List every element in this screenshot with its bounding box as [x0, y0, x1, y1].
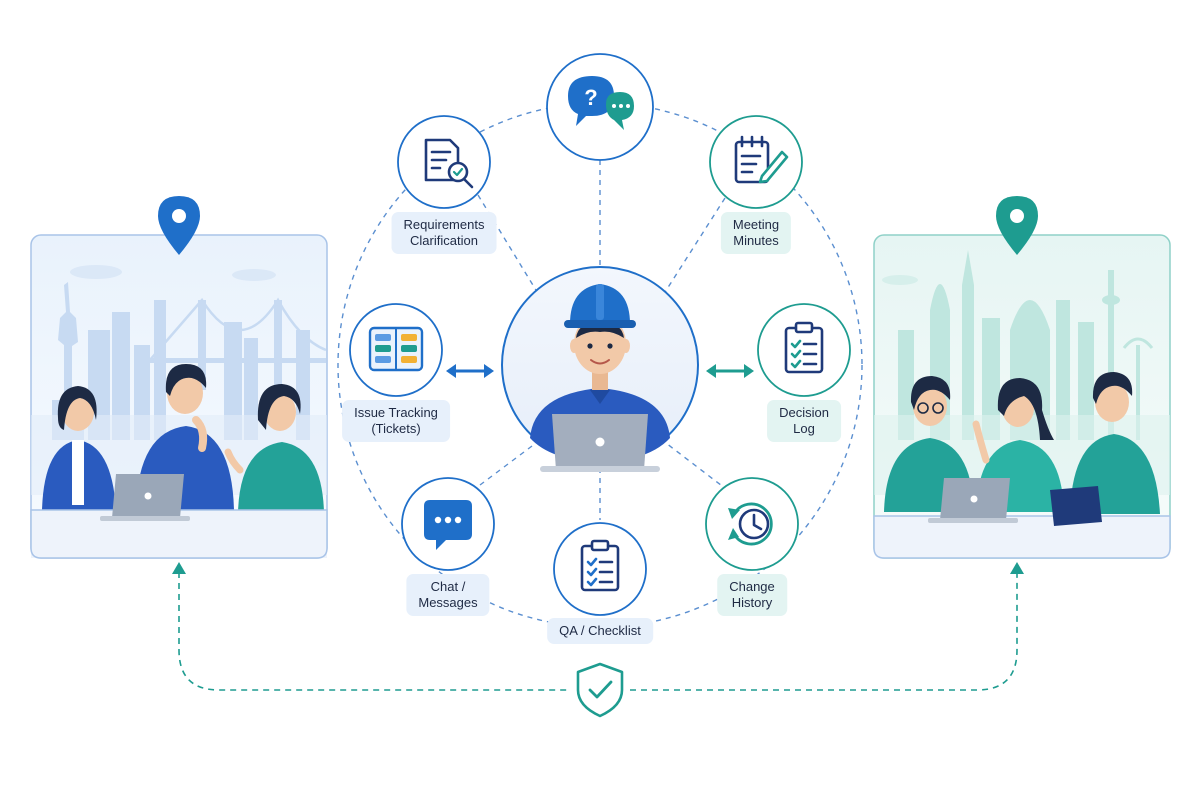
arrow-up-icon	[172, 562, 186, 574]
checklist-icon	[580, 539, 620, 592]
change-history-label: Change History	[717, 574, 787, 616]
clipboard-checklist-icon	[784, 321, 824, 374]
right-office-panel	[873, 234, 1171, 559]
team-member-avatar	[972, 378, 1064, 512]
decision-log-label: Decision Log	[767, 400, 841, 442]
clock-history-icon	[728, 502, 773, 546]
meeting-minutes-node	[709, 115, 803, 209]
change-history-node	[705, 477, 799, 571]
chat-messages-node	[401, 477, 495, 571]
chat-messages-label: Chat / Messages	[406, 574, 490, 616]
chat-bubble-icon	[424, 500, 472, 550]
location-pin-icon	[996, 196, 1038, 255]
center-engineer-figure	[501, 266, 699, 472]
hardhat-icon	[564, 284, 636, 328]
question-chat-icon: ?	[568, 76, 634, 130]
bottom-connector	[178, 572, 1018, 691]
left-office-panel	[30, 234, 328, 559]
tablet-icon	[1050, 486, 1102, 526]
document-search-icon	[424, 138, 474, 189]
kanban-board-icon	[368, 326, 424, 372]
arrow-up-icon	[1010, 562, 1024, 574]
notepad-pencil-icon	[734, 135, 789, 184]
requirements-label: Requirements Clarification	[391, 212, 497, 254]
arrow-left-right-icon	[446, 364, 494, 378]
issue-tracking-label: Issue Tracking (Tickets)	[342, 400, 450, 442]
location-pin-icon	[158, 196, 200, 255]
laptop-icon	[100, 474, 190, 521]
chat-support-node: ?	[546, 53, 654, 161]
requirements-node	[397, 115, 491, 209]
shield-check-icon	[576, 662, 624, 718]
team-member-avatar	[224, 384, 324, 512]
arrow-left-right-icon	[706, 364, 754, 378]
decision-log-node	[757, 303, 851, 397]
issue-tracking-node	[349, 303, 443, 397]
svg-text:?: ?	[584, 85, 597, 110]
meeting-minutes-label: Meeting Minutes	[720, 212, 792, 254]
laptop-icon	[540, 414, 660, 472]
laptop-icon	[928, 478, 1018, 523]
qa-checklist-label: QA / Checklist	[547, 618, 653, 644]
team-member-avatar	[42, 386, 116, 510]
qa-checklist-node	[553, 522, 647, 616]
